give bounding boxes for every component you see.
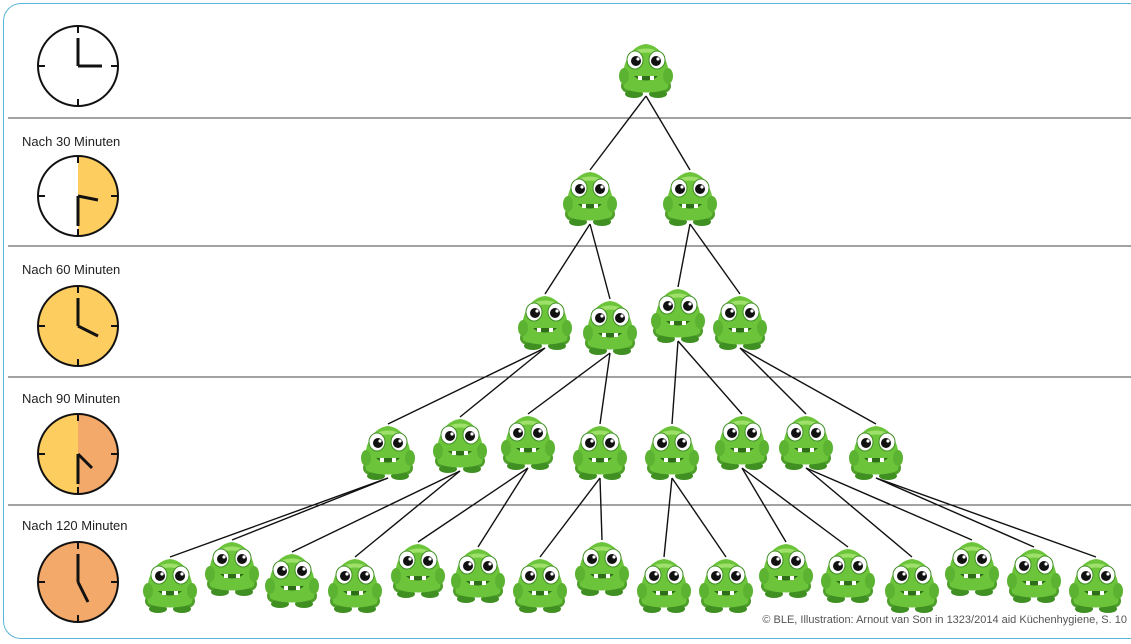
division-line — [231, 477, 389, 541]
bacteria-monster-icon — [619, 44, 673, 98]
division-line — [671, 477, 727, 558]
clock-icon-90 — [37, 413, 119, 495]
bacteria-monster-icon — [518, 296, 572, 350]
division-line — [459, 347, 546, 418]
row-label-30: Nach 30 Minuten — [22, 134, 121, 149]
bacteria-monster-icon — [645, 426, 699, 480]
bacteria-monster-icon — [885, 559, 939, 613]
bacteria-monster-icon — [563, 172, 617, 226]
division-line — [689, 223, 741, 295]
row-label-60: Nach 60 Minuten — [22, 262, 121, 277]
bacteria-monster-icon — [575, 542, 629, 596]
division-line — [805, 467, 913, 558]
bacteria-monster-icon — [361, 426, 415, 480]
bacteria-monster-icon — [513, 559, 567, 613]
bacteria-monster-icon — [433, 419, 487, 473]
bacteria-monster-icon — [713, 296, 767, 350]
bacteria-monster-icon — [715, 416, 769, 470]
bacteria-monster-icon — [391, 544, 445, 598]
division-line — [417, 467, 529, 543]
division-line — [354, 470, 461, 558]
bacteria-monster-icon — [821, 549, 875, 603]
division-line — [875, 477, 1097, 558]
bacteria-monster-icon — [1069, 559, 1123, 613]
division-line — [589, 223, 611, 300]
clock-icon-30 — [37, 155, 119, 237]
bacteria-monster-icon — [651, 289, 705, 343]
division-line — [739, 347, 877, 425]
bacteria-monster-icon — [205, 542, 259, 596]
bacteria-monster-icon — [1007, 549, 1061, 603]
clock-icon-60 — [37, 285, 119, 367]
bacteria-monster-icon — [143, 559, 197, 613]
division-line — [739, 347, 807, 415]
bacteria-monster-icon — [583, 301, 637, 355]
division-line — [741, 467, 849, 548]
row-label-120: Nach 120 Minuten — [22, 518, 128, 533]
division-line — [875, 477, 1035, 548]
division-line — [671, 340, 679, 425]
bacteria-monster-icon — [328, 559, 382, 613]
division-line — [544, 223, 591, 295]
bacteria-monster-icon — [451, 549, 505, 603]
division-line — [741, 467, 787, 543]
row-label-90: Nach 90 Minuten — [22, 391, 121, 406]
division-line — [599, 477, 603, 541]
bacteria-monster-icon — [637, 559, 691, 613]
division-line — [645, 95, 691, 171]
division-line — [291, 470, 461, 553]
division-line — [805, 467, 973, 541]
bacteria-monster-icon — [501, 416, 555, 470]
bacteria-monster-icon — [779, 416, 833, 470]
bacteria-monster-icon — [849, 426, 903, 480]
clock-icon-120 — [37, 541, 119, 623]
diagram-frame — [3, 3, 1131, 639]
division-line — [387, 347, 546, 425]
copyright-text: © BLE, Illustration: Arnout van Son in 1… — [762, 614, 1127, 626]
bacteria-monster-icon — [759, 544, 813, 598]
clock-icon-start — [37, 25, 119, 107]
bacteria-monster-icon — [945, 542, 999, 596]
bacteria-monster-icon — [699, 559, 753, 613]
division-line — [169, 477, 389, 558]
division-line — [539, 477, 601, 558]
division-line — [589, 95, 647, 171]
division-line — [677, 340, 743, 415]
division-line — [477, 467, 529, 548]
division-line — [663, 477, 673, 558]
division-line — [527, 352, 611, 415]
division-line — [677, 223, 691, 288]
division-line — [599, 352, 611, 425]
bacteria-monster-icon — [663, 172, 717, 226]
bacteria-monster-icon — [265, 554, 319, 608]
bacteria-monster-icon — [573, 426, 627, 480]
